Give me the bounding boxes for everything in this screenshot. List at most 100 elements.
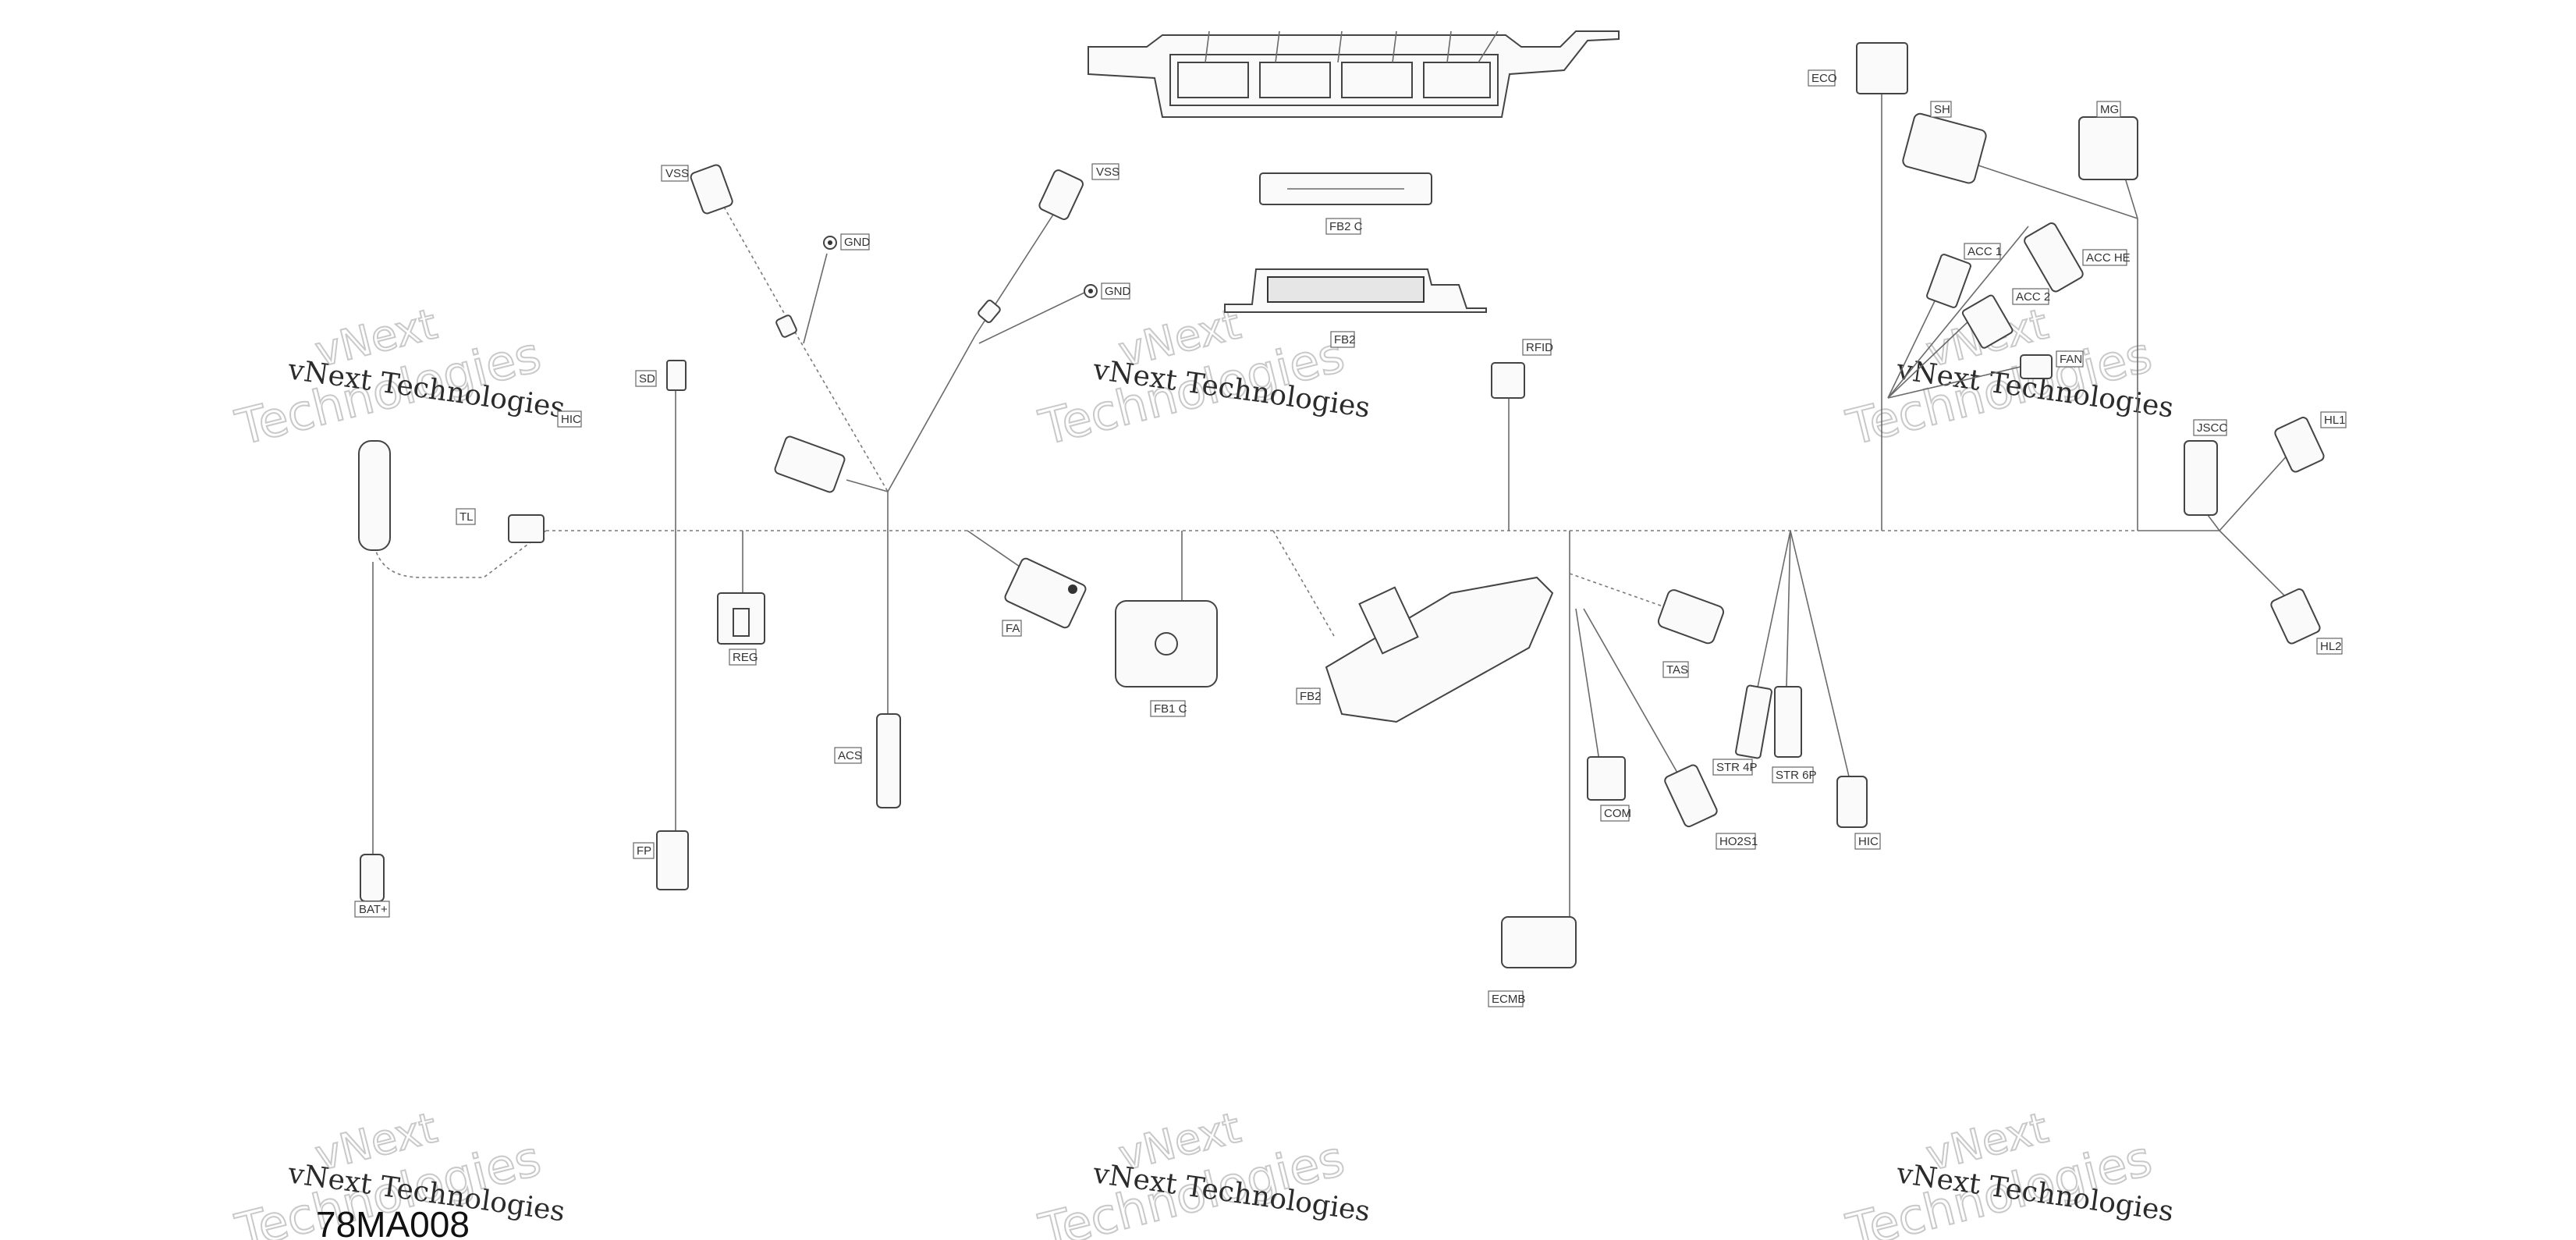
- vss-right-connector: [1038, 169, 1084, 220]
- watermark-bottom-center: vNext Technologies vNext Technologies: [1033, 1102, 1372, 1240]
- svg-text:FP: FP: [637, 844, 651, 858]
- label-jscc: JSCC: [2193, 419, 2227, 436]
- str4p-connector: [1735, 684, 1772, 759]
- svg-text:FB1 C: FB1 C: [1154, 702, 1187, 716]
- label-fb2c: FB2 C: [1325, 218, 1363, 235]
- gnd-left-wire: [803, 253, 828, 344]
- label-acs: ACS: [834, 747, 862, 764]
- svg-text:HO2S1: HO2S1: [1719, 835, 1758, 848]
- hl1-wire: [2219, 452, 2290, 531]
- fp-connector: [656, 830, 689, 890]
- component-labels: VSS VSS GND GND SD HIC TL REG ACS FP BAT…: [354, 69, 2347, 1007]
- label-hic-left: HIC: [557, 410, 582, 428]
- svg-text:RFID: RFID: [1526, 341, 1553, 354]
- label-ho2s1: HO2S1: [1716, 833, 1758, 850]
- acc-he-connector: [2024, 222, 2084, 293]
- center-module-connector: [774, 435, 846, 493]
- label-fb1c: FB1 C: [1150, 700, 1187, 717]
- svg-text:ACC HE: ACC HE: [2086, 251, 2131, 265]
- tl-connector: [508, 514, 545, 543]
- label-fb2-main: FB2: [1296, 688, 1322, 705]
- hl1-connector: [2274, 417, 2325, 473]
- label-gnd-right: GND: [1101, 282, 1131, 300]
- bat-plus-terminal: [360, 854, 385, 902]
- label-vss-left: VSS: [661, 165, 689, 182]
- svg-text:VSS: VSS: [665, 167, 689, 180]
- label-gnd-left: GND: [840, 233, 871, 250]
- gnd-right-wire: [978, 292, 1085, 344]
- watermark-bottom-right: vNext Technologies vNext Technologies: [1840, 1102, 2176, 1240]
- fb1c-connector: [1115, 600, 1218, 688]
- svg-text:FAN: FAN: [2060, 353, 2082, 366]
- label-acc2: ACC 2: [2012, 288, 2050, 305]
- splice-right: [978, 300, 1001, 323]
- vss-right-wire: [887, 214, 1054, 492]
- rfid-connector: [1491, 362, 1525, 399]
- label-hl2: HL2: [2316, 638, 2343, 655]
- reg-connector: [717, 592, 765, 645]
- label-hic-right: HIC: [1854, 833, 1881, 850]
- svg-text:TAS: TAS: [1666, 663, 1688, 677]
- hl2-connector: [2270, 588, 2321, 645]
- acc1-wire: [1887, 284, 1943, 399]
- fa-connector: [1004, 557, 1087, 629]
- fan-connector: [2020, 354, 2053, 379]
- label-acc1: ACC 1: [1964, 243, 2002, 260]
- fuse-box-top: [1088, 30, 1620, 118]
- com-connector: [1587, 756, 1626, 801]
- svg-text:HIC: HIC: [561, 413, 581, 426]
- svg-text:COM: COM: [1604, 807, 1631, 820]
- fb2-wire: [1272, 530, 1335, 637]
- gnd-right-terminal: [1084, 284, 1098, 298]
- label-str4p: STR 4P: [1712, 759, 1758, 776]
- svg-text:ECMB: ECMB: [1492, 993, 1525, 1006]
- hic-right-connector: [1836, 776, 1868, 828]
- svg-text:ACC 2: ACC 2: [2016, 290, 2050, 304]
- str6p-connector: [1774, 686, 1802, 758]
- vss-left-connector: [690, 164, 733, 215]
- label-hl1: HL1: [2320, 411, 2347, 428]
- label-rfid: RFID: [1522, 339, 1553, 356]
- hl2-wire: [2219, 530, 2290, 602]
- label-fb2-top: FB2: [1330, 331, 1356, 348]
- svg-text:HIC: HIC: [1858, 835, 1879, 848]
- svg-text:SD: SD: [639, 372, 655, 386]
- tas-connector: [1657, 589, 1725, 645]
- svg-text:HL2: HL2: [2320, 640, 2342, 653]
- bat-branch-wire: [374, 530, 547, 578]
- ho2s1-connector: [1664, 764, 1718, 828]
- fan-wire: [1887, 366, 2021, 399]
- label-fa: FA: [1002, 620, 1022, 637]
- jscc-wire: [2207, 514, 2220, 531]
- splice-left: [775, 314, 797, 338]
- svg-text:FB2 C: FB2 C: [1329, 220, 1363, 233]
- svg-text:MG: MG: [2100, 103, 2119, 116]
- sh-connector: [1902, 112, 1987, 184]
- svg-text:JSCC: JSCC: [2197, 421, 2227, 435]
- jscc-connector: [2184, 440, 2218, 516]
- fb2-top-connector: [1224, 268, 1487, 313]
- label-sd: SD: [635, 370, 657, 387]
- eco-connector: [1856, 42, 1908, 94]
- acc-he-wire: [1887, 226, 2029, 399]
- acs-connector: [876, 713, 901, 808]
- svg-text:GND: GND: [844, 236, 871, 249]
- label-fan: FAN: [2056, 350, 2084, 368]
- fb2c-connector: [1259, 172, 1432, 205]
- str6p-wire: [1786, 530, 1791, 688]
- label-reg: REG: [729, 648, 758, 666]
- label-eco: ECO: [1808, 69, 1837, 87]
- svg-text:FA: FA: [1006, 622, 1020, 635]
- com-wire: [1575, 608, 1600, 762]
- label-com: COM: [1600, 805, 1631, 822]
- harness-wires: [372, 86, 2290, 917]
- label-vss-right: VSS: [1091, 163, 1119, 180]
- svg-text:ACS: ACS: [838, 749, 862, 762]
- acc1-connector: [1926, 254, 1971, 308]
- ho2s1-wire: [1583, 608, 1678, 773]
- label-str6p: STR 6P: [1772, 766, 1817, 783]
- sd-connector: [666, 360, 687, 391]
- gnd-left-terminal: [823, 236, 837, 250]
- vss-left-wire: [723, 206, 889, 492]
